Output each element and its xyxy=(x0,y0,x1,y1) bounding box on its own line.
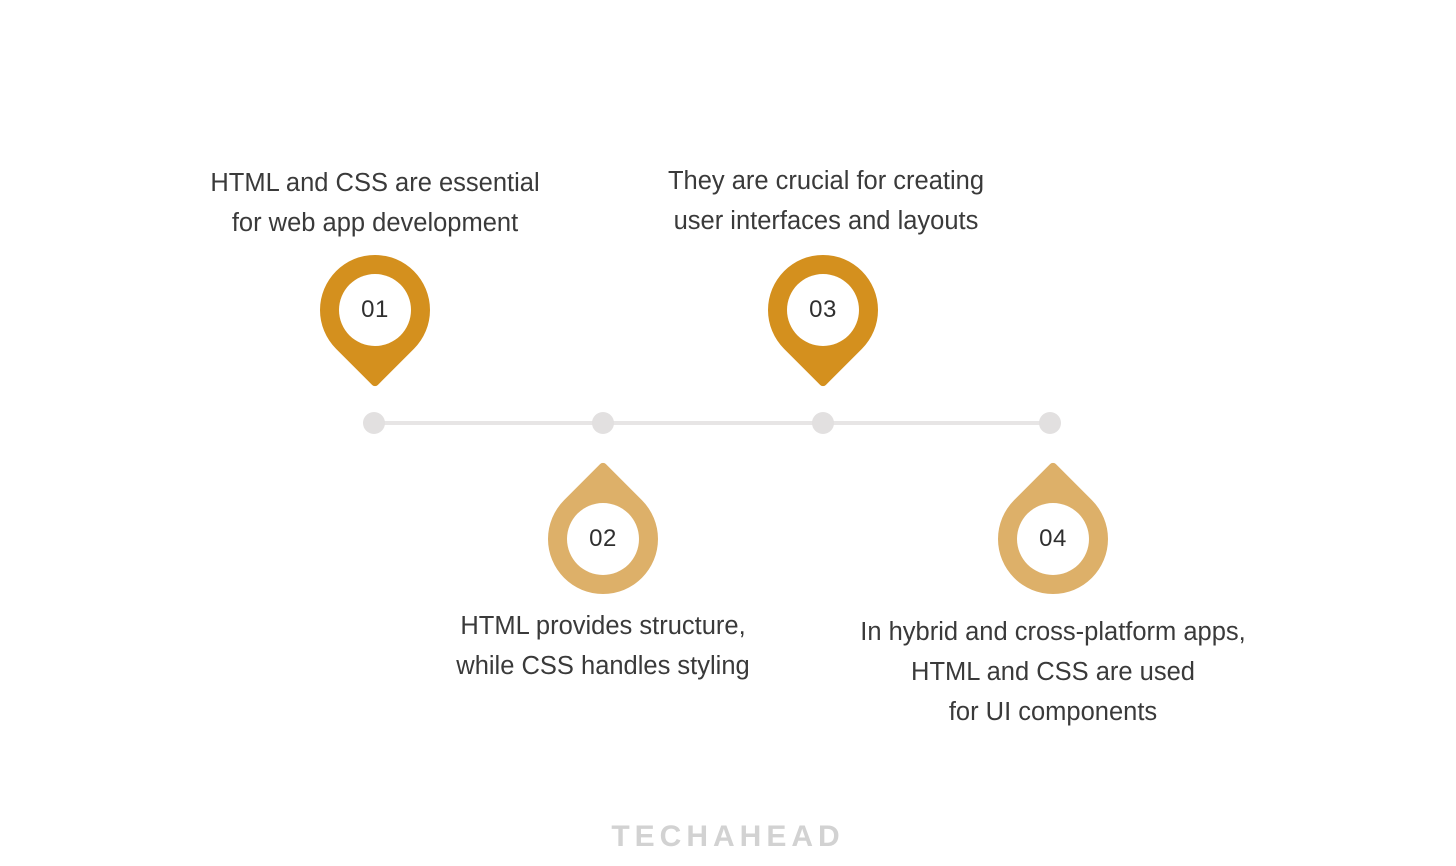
pin-hole: 02 xyxy=(567,503,639,575)
pin-hole: 04 xyxy=(1017,503,1089,575)
step-pin-04[interactable]: 04 xyxy=(975,461,1131,617)
step-caption-01: HTML and CSS are essential for web app d… xyxy=(210,169,540,237)
step-number-02: 02 xyxy=(589,525,617,552)
timeline-track xyxy=(374,421,1050,425)
step-number-03: 03 xyxy=(809,296,837,323)
pin-hole: 03 xyxy=(787,274,859,346)
timeline-dot-2 xyxy=(592,412,614,434)
techahead-watermark: TECHAHEAD xyxy=(611,820,845,853)
timeline-dot-4 xyxy=(1039,412,1061,434)
timeline-dot-1 xyxy=(363,412,385,434)
step-caption-02: HTML provides structure, while CSS handl… xyxy=(456,612,750,680)
step-pin-03[interactable]: 03 xyxy=(745,232,901,388)
step-number-04: 04 xyxy=(1039,525,1067,552)
step-caption-04: In hybrid and cross-platform apps, HTML … xyxy=(860,618,1246,726)
step-number-01: 01 xyxy=(361,296,389,323)
step-pin-01[interactable]: 01 xyxy=(297,232,453,388)
step-pin-02[interactable]: 02 xyxy=(525,461,681,617)
pin-hole: 01 xyxy=(339,274,411,346)
step-caption-03: They are crucial for creating user inter… xyxy=(667,167,985,235)
timeline-dot-3 xyxy=(812,412,834,434)
